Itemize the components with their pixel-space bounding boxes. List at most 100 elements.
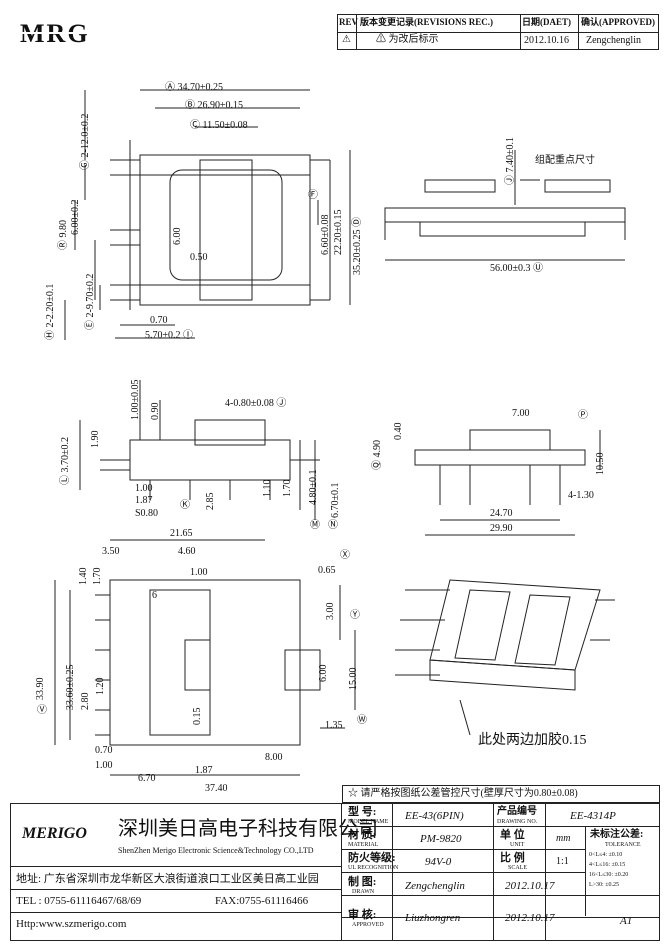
dim-15-00: 15.00 bbox=[348, 667, 359, 691]
company-name-en: ShenZhen Merigo Electronic Science&Techn… bbox=[118, 846, 314, 855]
front-view bbox=[79, 380, 320, 520]
dim-22-20: 22.20±0.15 bbox=[333, 209, 344, 256]
scale-label-en: SCALE bbox=[508, 865, 528, 871]
title-block bbox=[10, 803, 660, 941]
dim-e: Ⓔ 2-9.70±0.2 bbox=[85, 273, 96, 330]
dim-0-15-bottom: 0.15 bbox=[192, 707, 203, 726]
key-dim-note: 组配重点尺寸 bbox=[535, 155, 595, 166]
dim-1-40: 1.40 bbox=[78, 567, 89, 586]
dim-2-85: 2.85 bbox=[205, 492, 216, 511]
ul-label-en: UL RECOGNITION bbox=[348, 865, 399, 871]
dim-j-front: 4-0.80±0.08 Ⓙ bbox=[225, 398, 287, 409]
revision-table: REV 版本变更记录(REVISIONS REC.) 日期(DAET) 确认(A… bbox=[337, 14, 659, 50]
dim-4-80: 4.80±0.1 bbox=[308, 469, 319, 506]
rev-date: 2012.10.16 bbox=[524, 35, 569, 46]
dim-i: 5.70±0.2 Ⓘ bbox=[145, 330, 193, 341]
drawn-label-en: DRAWN bbox=[352, 889, 375, 895]
rev-header: REV bbox=[339, 17, 359, 27]
approved-label-en: APPROVED bbox=[352, 922, 384, 928]
rev-approver: Zengchenglin bbox=[586, 35, 641, 46]
tolerance-row-3: L>30: ±0.25 bbox=[589, 882, 620, 888]
dim-f: Ⓕ bbox=[308, 190, 318, 201]
tolerance-label: 未标注公差: bbox=[590, 829, 644, 840]
dim-k: Ⓚ bbox=[180, 500, 190, 511]
rev-mark: ⚠ bbox=[342, 34, 351, 45]
ul-value: 94V-0 bbox=[425, 856, 452, 868]
dim-1-87-front: 1.87 bbox=[135, 495, 153, 506]
dim-8-00: 8.00 bbox=[265, 752, 283, 763]
dim-q: Ⓠ 4.90 bbox=[372, 440, 383, 470]
dim-29-90: 29.90 bbox=[490, 523, 513, 534]
dim-b: Ⓑ 26.90±0.15 bbox=[185, 100, 243, 111]
tolerance-row-2: 16<L≤30: ±0.20 bbox=[589, 872, 629, 878]
rev-desc-header: 版本变更记录(REVISIONS REC.) bbox=[360, 17, 494, 27]
dim-7-00: 7.00 bbox=[512, 408, 530, 419]
logo-mrg: MRG bbox=[18, 19, 128, 48]
company-name-cn: 深圳美日高电子科技有限公司 bbox=[118, 818, 378, 840]
dim-p: Ⓟ bbox=[578, 410, 588, 421]
dim-1-70-bottom: 1.70 bbox=[92, 567, 103, 586]
tolerance-label-en: TOLERANCE bbox=[605, 842, 641, 848]
approved-header: 确认(APPROVED) bbox=[581, 17, 655, 27]
model-label: 型 号: bbox=[348, 806, 377, 818]
dim-1-35: 1.35 bbox=[325, 720, 343, 731]
tolerance-row-0: 0<L≤4: ±0.10 bbox=[589, 852, 623, 858]
dim-1-00-bottom-b: 1.00 bbox=[95, 760, 113, 771]
dim-21-65: 21.65 bbox=[170, 528, 193, 539]
dim-x: Ⓧ bbox=[340, 550, 350, 561]
pin-6: 6 bbox=[152, 590, 157, 601]
material-value: PM-9820 bbox=[420, 833, 462, 845]
website: Http:www.szmerigo.com bbox=[16, 918, 127, 930]
dim-33-90: 33.90 bbox=[35, 677, 46, 701]
model-label-en: MODEL NAME bbox=[348, 819, 389, 825]
dim-1-70-front: 1.70 bbox=[282, 479, 293, 498]
dim-0-90: 0.90 bbox=[150, 402, 161, 421]
approved-date: 2012.10.17 bbox=[505, 912, 555, 924]
scale-value: 1:1 bbox=[556, 856, 569, 867]
dim-u: 56.00±0.3 Ⓤ bbox=[490, 263, 543, 274]
right-view bbox=[414, 429, 601, 536]
drawing-no-label-en: DRAWING NO. bbox=[497, 819, 538, 825]
merigo-logo: MERIGO bbox=[22, 825, 87, 842]
rev-desc: ⚠ 为改后标示 bbox=[376, 34, 439, 45]
dim-0-40: 0.40 bbox=[393, 422, 404, 441]
dim-1-00-front: 1.00 bbox=[135, 483, 153, 494]
dim-d: 35.20±0.25 Ⓓ bbox=[352, 217, 363, 275]
dim-l: Ⓛ 3.70±0.2 bbox=[60, 437, 71, 485]
dim-w: Ⓦ bbox=[357, 715, 367, 726]
unit-label: 单 位 bbox=[500, 829, 525, 841]
model-value: EE-43(6PIN) bbox=[405, 810, 464, 822]
dim-0-70-bottom: 0.70 bbox=[95, 745, 113, 756]
ul-label: 防火等级: bbox=[348, 852, 396, 864]
dim-1-00-005: 1.00±0.05 bbox=[130, 379, 141, 421]
dim-4-60: 4.60 bbox=[178, 546, 196, 557]
dim-1-00-bottom-a: 1.00 bbox=[190, 567, 208, 578]
dim-y: Ⓨ bbox=[350, 610, 360, 621]
tolerance-note-row bbox=[342, 785, 660, 803]
dim-j-side: Ⓙ 7.40±0.1 bbox=[505, 137, 516, 185]
dim-m: Ⓜ bbox=[310, 520, 320, 531]
dim-6-70-bottom: 6.70 bbox=[138, 773, 156, 784]
dim-0-65: 0.65 bbox=[318, 565, 336, 576]
tolerance-note: ☆ 请严格按图纸公差管控尺寸(壁厚尺寸为0.80±0.08) bbox=[348, 788, 578, 799]
version-value: A1 bbox=[620, 915, 633, 927]
dim-h: Ⓗ 2-2.20±0.1 bbox=[45, 283, 56, 340]
dim-1-87-bottom: 1.87 bbox=[195, 765, 213, 776]
dim-a: Ⓐ 34.70±0.25 bbox=[165, 82, 223, 93]
dim-s0-80: S0.80 bbox=[135, 508, 159, 519]
dim-v: Ⓥ bbox=[37, 705, 47, 716]
scale-label: 比 例 bbox=[500, 852, 525, 864]
iso-view bbox=[395, 579, 615, 736]
dim-6-00a: 6.00±0.2 bbox=[70, 199, 81, 236]
date-header: 日期(DAET) bbox=[522, 17, 571, 27]
address: 地址: 广东省深圳市龙华新区大浪街道浪口工业区美日高工业园 bbox=[16, 873, 319, 885]
dim-37-40: 37.40 bbox=[205, 783, 228, 794]
bottom-view bbox=[54, 539, 356, 776]
dim-3-00: 3.00 bbox=[325, 602, 336, 621]
dim-4-1-30: 4-1.30 bbox=[568, 490, 594, 501]
dim-1-10: 1.10 bbox=[262, 479, 273, 498]
unit-label-en: UNIT bbox=[510, 842, 525, 848]
dim-c: Ⓒ 11.50±0.08 bbox=[190, 120, 248, 131]
dim-6-00b: 6.00 bbox=[172, 227, 183, 246]
dim-10-50: 10.50 bbox=[595, 452, 606, 476]
